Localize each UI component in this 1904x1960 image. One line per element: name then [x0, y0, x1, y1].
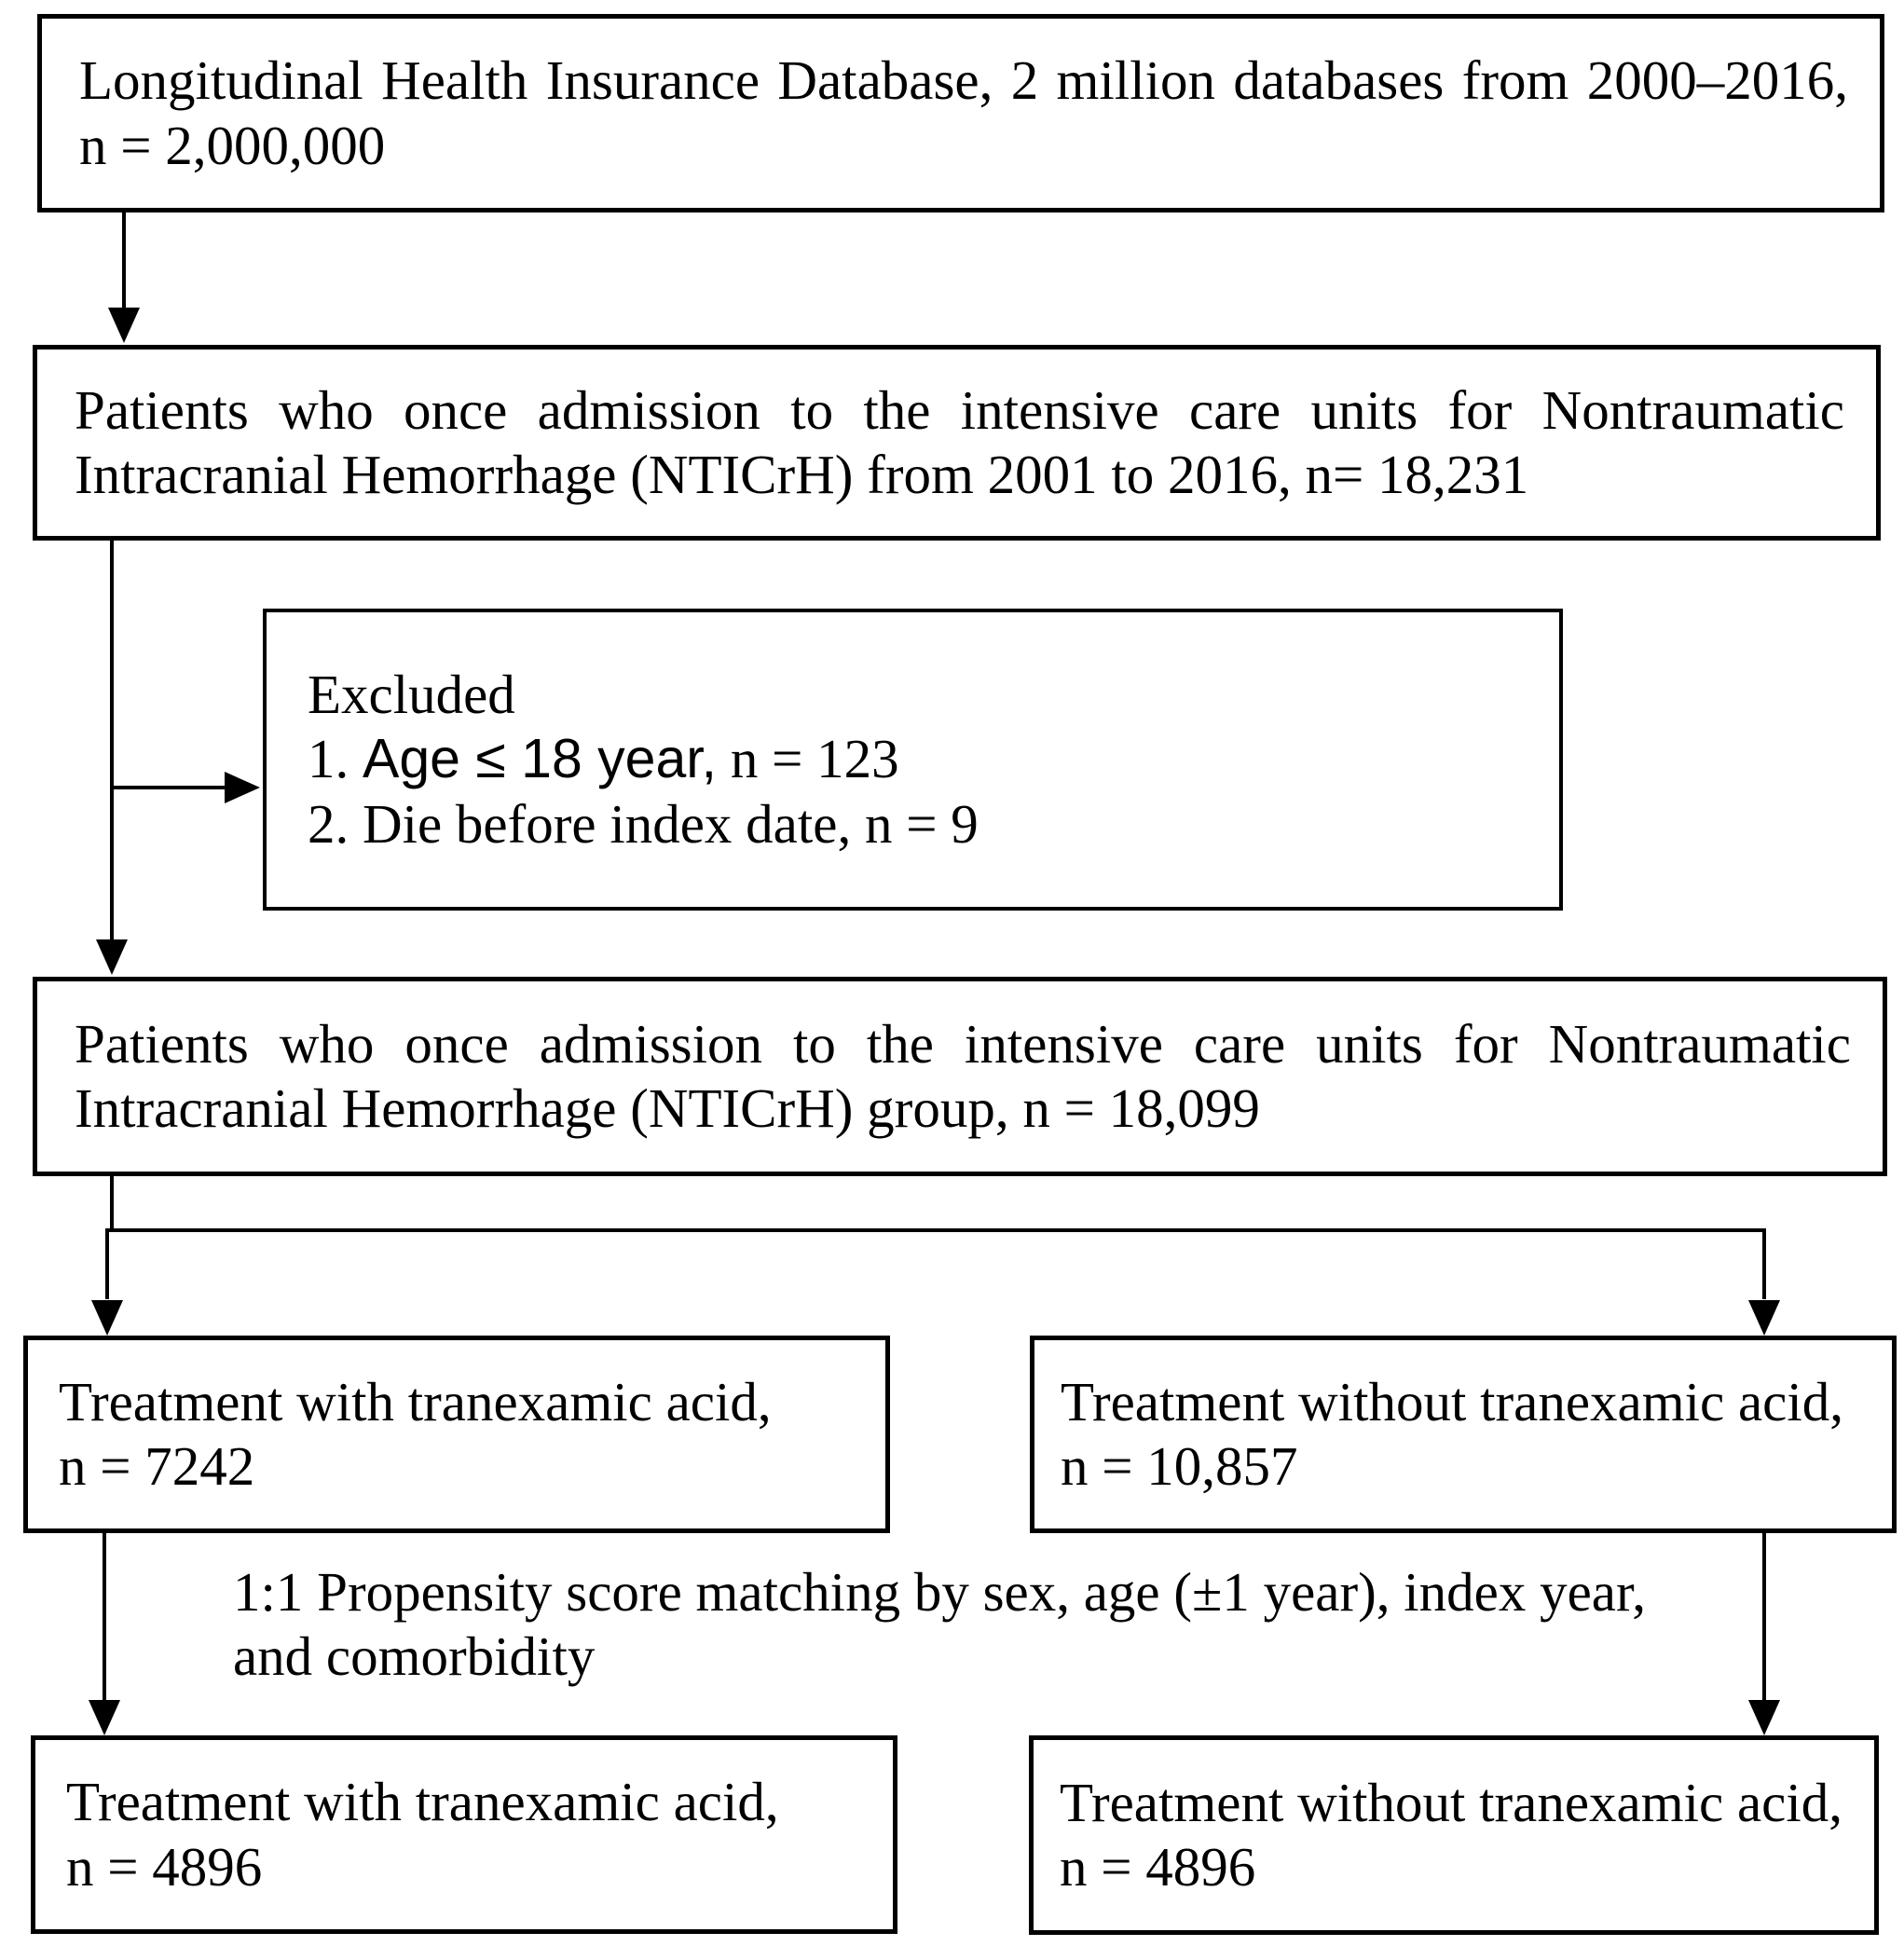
connector-database-to-icu — [122, 211, 126, 309]
arrowhead-down-icon — [1748, 1300, 1780, 1336]
box-treatment-with-txa-matched: Treatment with tranexamic acid, n = 4896 — [31, 1735, 897, 1934]
connector-to-excluded — [112, 786, 225, 789]
box-icu-admission: Patients who once admission to the inten… — [33, 345, 1881, 541]
excluded-item1-criterion: Age ≤ 18 year, — [363, 728, 718, 790]
connector-branch-horizontal — [105, 1228, 1766, 1232]
connector-icu-to-group — [110, 541, 114, 939]
box-excluded: Excluded 1. Age ≤ 18 year, n = 123 2. Di… — [263, 609, 1563, 911]
connector-group-stem — [110, 1176, 114, 1230]
box-icu-admission-line1: Patients who once admission to the inten… — [75, 378, 1844, 441]
box-treatment-with-txa-matched-line1: Treatment with tranexamic acid, — [66, 1771, 779, 1833]
box-treatment-without-txa-line2: n = 10,857 — [1061, 1435, 1298, 1497]
excluded-item1-number: 1. — [308, 728, 363, 790]
box-nticrh-group-line1: Patients who once admission to the inten… — [75, 1012, 1851, 1075]
arrowhead-down-icon — [108, 308, 140, 343]
box-treatment-with-txa-line1: Treatment with tranexamic acid, — [59, 1370, 772, 1432]
box-treatment-without-txa-matched-line1: Treatment without tranexamic acid, — [1060, 1771, 1842, 1833]
propensity-matching-line2: and comorbidity — [233, 1625, 596, 1688]
arrowhead-right-icon — [225, 772, 260, 803]
box-excluded-item2: 2. Die before index date, n = 9 — [308, 792, 979, 855]
connector-branch-left — [105, 1228, 109, 1299]
box-nticrh-group-line2: Intracranial Hemorrhage (NTICrH) group, … — [75, 1077, 1260, 1139]
box-icu-admission-line2: Intracranial Hemorrhage (NTICrH) from 20… — [75, 444, 1529, 505]
arrowhead-down-icon — [89, 1700, 120, 1735]
box-excluded-item1: 1. Age ≤ 18 year, n = 123 — [308, 727, 1531, 791]
box-treatment-with-txa: Treatment with tranexamic acid, n = 7242 — [23, 1336, 890, 1533]
box-treatment-with-txa-matched-line2: n = 4896 — [66, 1835, 263, 1898]
box-treatment-without-txa: Treatment without tranexamic acid, n = 1… — [1030, 1336, 1897, 1533]
box-treatment-without-txa-matched-line2: n = 4896 — [1060, 1836, 1256, 1898]
connector-without-txa-down — [1762, 1533, 1766, 1700]
propensity-matching-line1: 1:1 Propensity score matching by sex, ag… — [233, 1561, 1647, 1623]
arrowhead-down-icon — [91, 1300, 123, 1336]
box-treatment-without-txa-matched: Treatment without tranexamic acid, n = 4… — [1029, 1735, 1879, 1935]
excluded-item1-count: n = 123 — [717, 728, 899, 790]
box-treatment-without-txa-line1: Treatment without tranexamic acid, — [1061, 1370, 1843, 1432]
box-nticrh-group: Patients who once admission to the inten… — [33, 977, 1887, 1176]
box-excluded-title: Excluded — [308, 664, 515, 726]
box-treatment-with-txa-line2: n = 7242 — [59, 1435, 255, 1497]
connector-with-txa-down — [103, 1533, 106, 1700]
arrowhead-down-icon — [96, 939, 128, 975]
connector-branch-right — [1762, 1228, 1766, 1299]
propensity-matching-label: 1:1 Propensity score matching by sex, ag… — [233, 1560, 1646, 1689]
box-database-line1: Longitudinal Health Insurance Database, … — [79, 49, 1848, 112]
box-database-line2: n = 2,000,000 — [79, 114, 386, 176]
box-database: Longitudinal Health Insurance Database, … — [37, 14, 1884, 212]
arrowhead-down-icon — [1748, 1700, 1780, 1735]
